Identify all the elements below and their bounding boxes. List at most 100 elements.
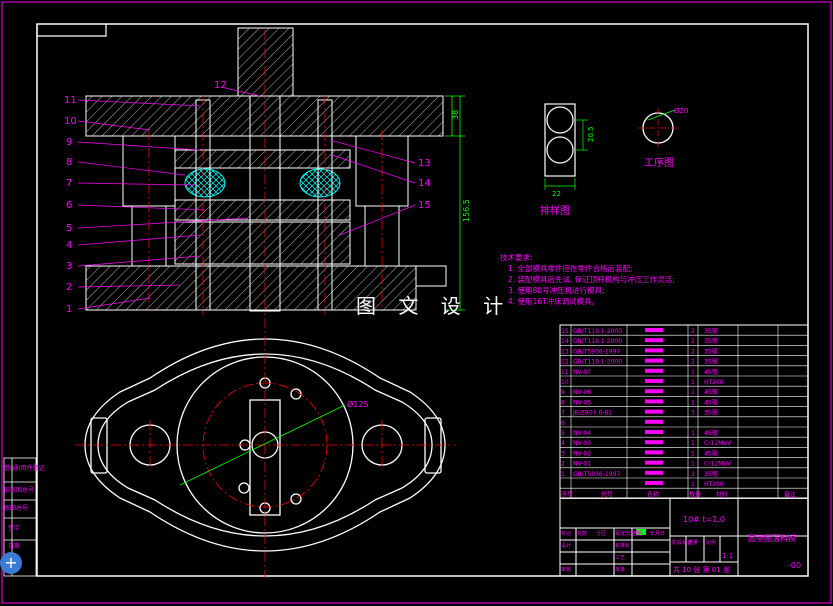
- bom-cell-qty: 1: [691, 450, 695, 457]
- bom-cell-no: 14: [561, 338, 569, 345]
- bom-cell-code: NV-04: [573, 430, 591, 437]
- bom-cell-no: 7: [561, 410, 565, 417]
- bom-cell-code: NV-07: [573, 369, 591, 376]
- screw-hole-2: [290, 388, 302, 400]
- tb-label: 重量: [688, 539, 698, 546]
- part-label-15: 15: [418, 200, 431, 211]
- bom-name-bar: [645, 440, 663, 445]
- bom-cell-qty: 2: [691, 338, 695, 345]
- layout-view: [544, 103, 576, 177]
- tb-sheet-info: 共 10 张 第 01 张: [673, 565, 730, 574]
- bom-cell-code: GB/T119.1-2000: [573, 338, 622, 345]
- bom-cell-no: 1: [561, 471, 565, 478]
- bom-cell-no: 2: [561, 461, 565, 468]
- bom-cell-qty: 2: [691, 471, 695, 478]
- plan-center-lines: [75, 318, 455, 578]
- part-label-10: 10: [64, 116, 77, 127]
- tb-label: 设计: [561, 542, 571, 549]
- callout-lines: [77, 87, 416, 310]
- bom-header-cell: 材料: [716, 490, 728, 498]
- bom-cell-qty: 3: [691, 410, 695, 417]
- part-label-5: 5: [66, 223, 72, 234]
- tb-label: 签名: [633, 530, 643, 537]
- bom-cell-mat: 45钢: [704, 368, 718, 376]
- tb-label: 标准化: [615, 542, 630, 549]
- bom-name-bar: [645, 389, 663, 394]
- bom-cell-mat: 45钢: [704, 388, 718, 396]
- part-label-group: 11 10 9 8 7 6 5 4 3 2 1 12 13 14 15: [64, 80, 431, 315]
- bom-cell-code: NV-03: [573, 440, 591, 447]
- bom-cell-qty: 1: [691, 430, 695, 437]
- plus-icon[interactable]: +: [0, 552, 22, 574]
- stamp-4: 签字: [8, 524, 20, 532]
- blank-1: [546, 106, 574, 134]
- part-label-4: 4: [66, 240, 72, 251]
- bom-name-bar: [645, 409, 663, 414]
- bom-cell-qty: 1: [691, 369, 695, 376]
- tb-scale: 1:1: [722, 552, 733, 560]
- tech-item-4: 4. 使用16T冲床调试模具。: [508, 296, 599, 306]
- rubber-spring-right: [299, 168, 341, 198]
- bom-cell-mat: 35钢: [704, 347, 718, 355]
- layout-title: 排样图: [540, 204, 570, 217]
- tb-label: 更改文件号: [615, 530, 640, 537]
- bom-cell-no: 9: [561, 389, 565, 396]
- bom-name-bar: [645, 470, 663, 475]
- rubber-spring-left: [184, 168, 226, 198]
- punch-plate: [174, 149, 351, 169]
- part-label-1: 1: [66, 304, 72, 315]
- watermark: 图 文 设 计: [356, 294, 512, 318]
- tech-requirements: 技术要求: 1. 全部模具零件应在零件合格后装配; 2. 装配模具后先试, 保证…: [500, 252, 675, 306]
- upper-plate: [85, 95, 444, 137]
- lower-base-outline: [84, 338, 446, 552]
- dim-height-total: 156.5: [462, 199, 471, 222]
- bom-name-bar: [645, 481, 663, 485]
- layout-dims: [544, 119, 588, 190]
- bom-cell-no: 4: [561, 440, 565, 447]
- bom-cell-mat: 35钢: [704, 409, 718, 417]
- tech-item-1: 1. 全部模具零件应在零件合格后装配;: [508, 263, 633, 273]
- title-block: [559, 497, 809, 577]
- bom-cell-qty: 2: [691, 348, 695, 355]
- bom-cell-mat: 45钢: [704, 398, 718, 406]
- tech-item-3: 3. 使用80号冲压机进行模具;: [508, 285, 605, 295]
- bom-cell-no: 10: [561, 379, 569, 386]
- bom-name-bar: [645, 419, 663, 424]
- screw-hole-5: [290, 493, 302, 505]
- bom-name-bar: [645, 348, 663, 353]
- bom-cell-mat: 45钢: [704, 429, 718, 437]
- bom-cell-mat: 35钢: [704, 327, 718, 335]
- side-stamp: [3, 457, 37, 577]
- bom-cell-no: 12: [561, 359, 569, 366]
- tb-label: 阶段标记: [672, 539, 692, 546]
- tb-label: 处数: [577, 530, 587, 537]
- bom-header-cell: 名称: [647, 490, 659, 498]
- dim-circle: Ø125: [347, 399, 369, 409]
- bom-name-bar: [645, 379, 663, 383]
- front-section-view: [85, 27, 447, 312]
- stamp-1: 借(通)用件登记: [4, 464, 45, 472]
- process-title: 工序图: [644, 156, 674, 169]
- tb-drawing-no: -00: [788, 561, 801, 570]
- part-label-2: 2: [66, 282, 72, 293]
- bom-name-bar: [645, 399, 663, 404]
- tb-label: 批准: [615, 566, 625, 573]
- tech-title: 技术要求:: [500, 252, 533, 262]
- bom-name-bar: [645, 368, 663, 373]
- bom-cell-mat: Cr12MoV: [704, 440, 732, 447]
- bom-cell-qty: 1: [691, 461, 695, 468]
- front-center-lines: [148, 30, 383, 315]
- bom-name-bar: [645, 328, 663, 332]
- part-label-11: 11: [64, 95, 77, 106]
- part-label-13: 13: [418, 158, 431, 169]
- part-label-9: 9: [66, 137, 72, 148]
- bom-header-cell: 序号: [561, 490, 573, 498]
- part-label-6: 6: [66, 200, 72, 211]
- part-label-8: 8: [66, 157, 72, 168]
- tb-labels: 标记处数分区更改文件号签名年月日设计标准化阶段标记重量比例审核工艺批准: [561, 530, 716, 573]
- bom-cell-mat: 45钢: [704, 449, 718, 457]
- center-punch: [249, 95, 281, 312]
- lower-base: [85, 265, 417, 311]
